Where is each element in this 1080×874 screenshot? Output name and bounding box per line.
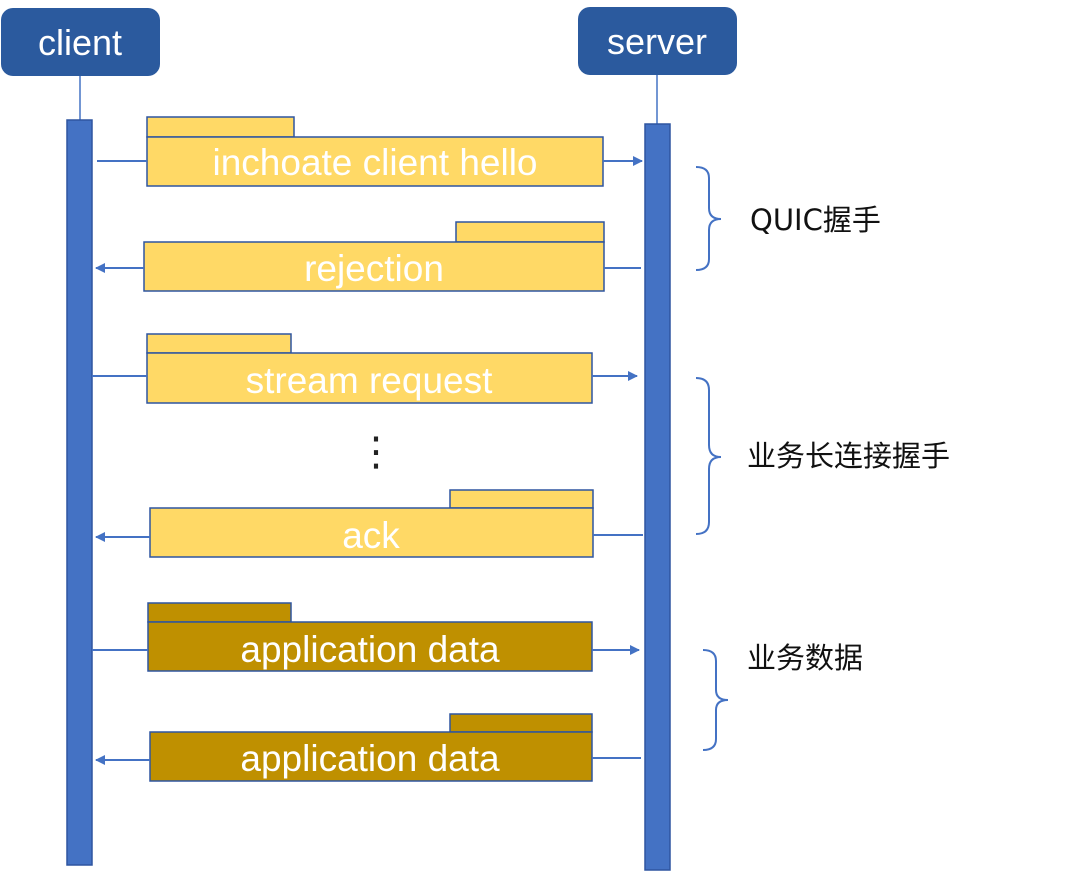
phase-label: QUIC握手 [750, 203, 881, 237]
message-label: rejection [304, 248, 444, 289]
ellipsis-continuation: ⋮ [356, 429, 396, 475]
phase-business-connection-handshake: 业务长连接握手 [695, 377, 950, 535]
message-tab [146, 116, 295, 138]
message-body [147, 621, 593, 672]
client-actor: client [1, 8, 160, 120]
client-actor-label: client [38, 22, 122, 63]
message-tab [449, 489, 594, 509]
message-ack: ack [95, 489, 643, 558]
client-lifeline [66, 119, 93, 866]
server-actor-label: server [607, 21, 707, 62]
message-label: application data [240, 738, 500, 779]
server-actor-box [578, 7, 737, 75]
message-inchoate-client-hello: inchoate client hello [97, 116, 643, 187]
phase-label: 业务数据 [747, 641, 863, 675]
message-body [146, 136, 604, 187]
phase-bracket [695, 166, 722, 271]
message-tab [449, 713, 593, 733]
message-body [143, 241, 605, 292]
phase-quic-handshake: QUIC握手 [695, 166, 881, 271]
server-lifeline [644, 123, 671, 871]
message-tab [455, 221, 605, 243]
message-body [149, 731, 593, 782]
phase-bracket [695, 377, 722, 535]
message-tab [147, 602, 292, 623]
message-tab [146, 333, 292, 354]
message-body [146, 352, 593, 404]
phase-business-data: 业务数据 [702, 641, 863, 751]
message-stream-request: stream request [92, 333, 638, 404]
message-label: application data [240, 629, 500, 670]
message-rejection: rejection [95, 221, 641, 292]
client-actor-box [1, 8, 160, 76]
phase-bracket [702, 649, 729, 751]
message-application-data-request: application data [92, 602, 640, 672]
phase-label: 业务长连接握手 [747, 439, 950, 473]
message-label: stream request [246, 360, 493, 401]
message-label: ack [342, 515, 400, 556]
server-actor: server [578, 7, 737, 124]
message-body [149, 507, 594, 558]
message-application-data-response: application data [95, 713, 641, 782]
message-label: inchoate client hello [213, 142, 538, 183]
